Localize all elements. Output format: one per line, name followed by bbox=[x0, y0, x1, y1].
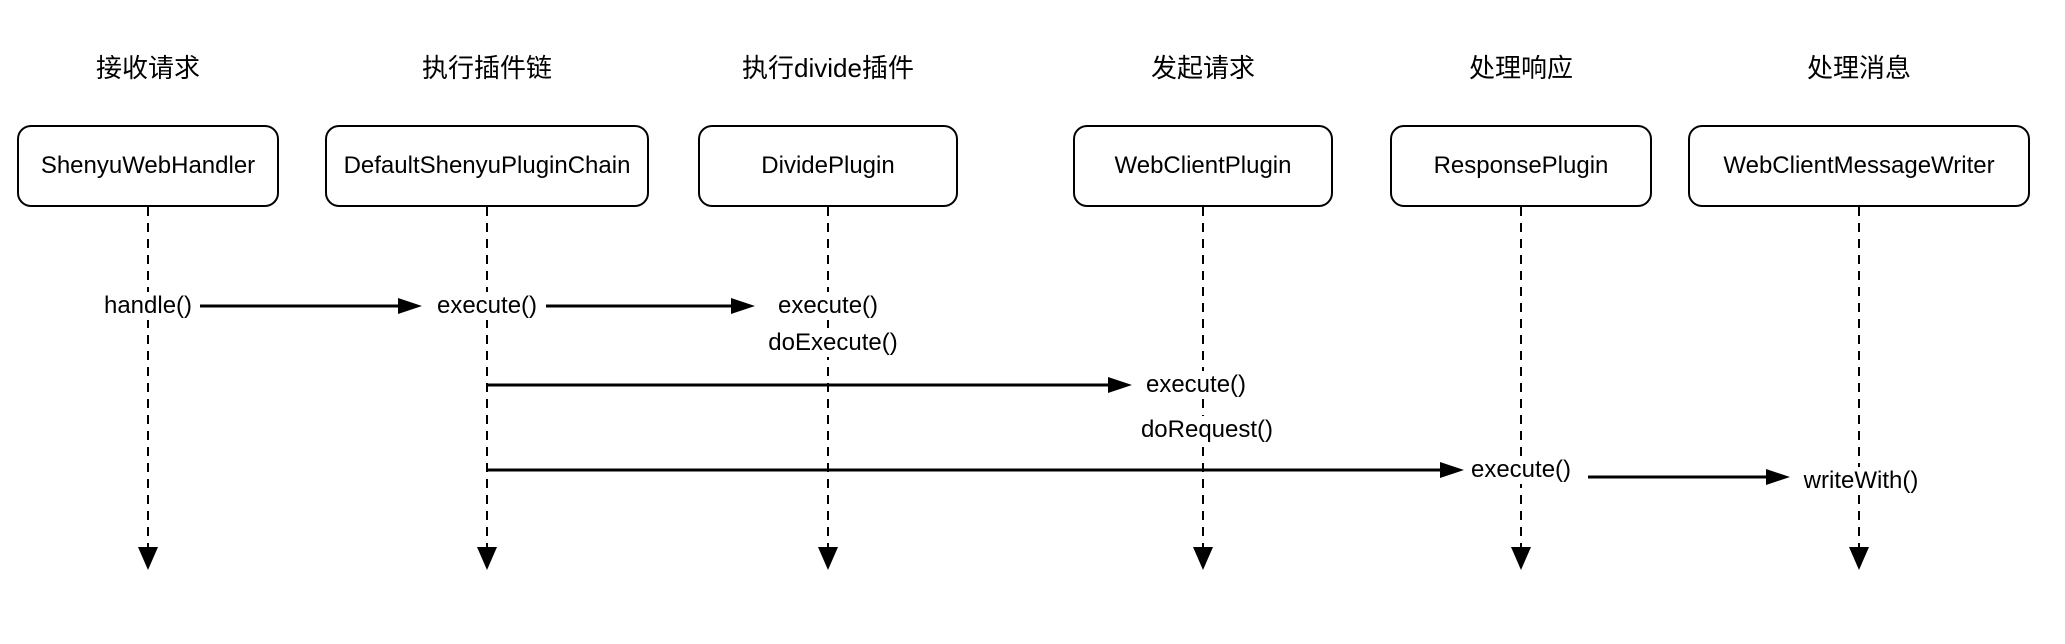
arrow-down-icon bbox=[1849, 547, 1869, 570]
arrow-right-icon bbox=[1766, 469, 1790, 485]
arrow-right-icon bbox=[1108, 377, 1132, 393]
participant-box: DefaultShenyuPluginChain bbox=[325, 125, 649, 207]
participant-name: ResponsePlugin bbox=[1433, 152, 1609, 179]
participant-box: WebClientPlugin bbox=[1073, 125, 1333, 207]
arrow-down-icon bbox=[477, 547, 497, 570]
lifeline bbox=[147, 207, 149, 548]
arrow-right-icon bbox=[731, 298, 755, 314]
participant-box: WebClientMessageWriter bbox=[1688, 125, 2030, 207]
participant-role-label: 执行插件链 bbox=[421, 53, 553, 83]
participant-role-label: 接收请求 bbox=[95, 53, 201, 83]
participant-role-label: 处理响应 bbox=[1468, 53, 1574, 83]
lifeline bbox=[1858, 207, 1860, 548]
participant-box: DividePlugin bbox=[698, 125, 958, 207]
lifeline bbox=[1520, 207, 1522, 548]
participant-role-label: 执行divide插件 bbox=[742, 53, 914, 83]
message-label-execute-webclient: execute() bbox=[1140, 371, 1252, 399]
participant-name: WebClientMessageWriter bbox=[1723, 152, 1995, 179]
lifeline bbox=[486, 207, 488, 548]
message-label-handle: handle() bbox=[98, 292, 198, 320]
message-label-execute-response: execute() bbox=[1465, 456, 1577, 484]
message-label-do-request: doRequest() bbox=[1135, 416, 1279, 444]
participant-name: ShenyuWebHandler bbox=[40, 152, 256, 179]
arrow-line bbox=[200, 304, 400, 308]
arrow-line bbox=[546, 304, 732, 308]
arrow-line bbox=[1588, 475, 1766, 479]
arrow-right-icon bbox=[1440, 462, 1464, 478]
lifeline bbox=[827, 207, 829, 548]
arrow-line bbox=[487, 468, 1440, 472]
participant-box: ResponsePlugin bbox=[1390, 125, 1652, 207]
message-label-execute-chain: execute() bbox=[431, 292, 543, 320]
arrow-line bbox=[487, 383, 1109, 387]
participant-role-label: 处理消息 bbox=[1806, 53, 1912, 83]
arrow-down-icon bbox=[1193, 547, 1213, 570]
arrow-down-icon bbox=[818, 547, 838, 570]
arrow-down-icon bbox=[1511, 547, 1531, 570]
participant-name: DefaultShenyuPluginChain bbox=[343, 152, 631, 179]
participant-role-label: 发起请求 bbox=[1150, 53, 1256, 83]
arrow-down-icon bbox=[138, 547, 158, 570]
message-label-write-with: writeWith() bbox=[1798, 467, 1924, 495]
participant-name: WebClientPlugin bbox=[1114, 152, 1292, 179]
message-label-execute-divide: execute() bbox=[772, 292, 884, 320]
arrow-right-icon bbox=[398, 298, 422, 314]
message-label-do-execute: doExecute() bbox=[763, 329, 903, 357]
participant-box: ShenyuWebHandler bbox=[17, 125, 279, 207]
participant-name: DividePlugin bbox=[761, 152, 895, 179]
